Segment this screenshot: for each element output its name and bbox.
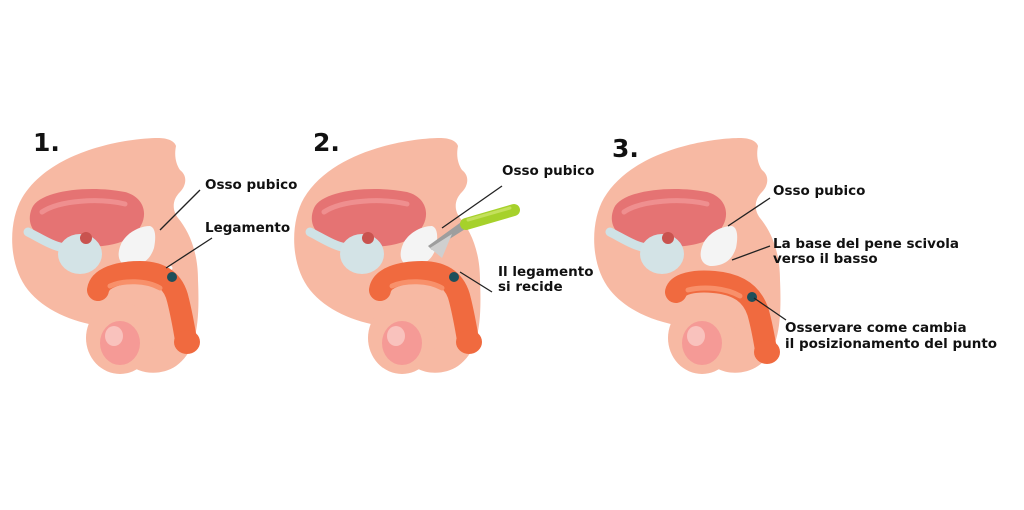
label-legamento-recide-1: Il legamento <box>498 264 593 280</box>
label-base-scivola-1: La base del pene scivola <box>773 236 959 252</box>
label-legamento-recide-2: si recide <box>498 279 563 295</box>
glans-shape <box>754 340 780 364</box>
panel-3-number: 3. <box>612 136 639 161</box>
marker-dot <box>449 272 459 282</box>
panel-3-illustration <box>594 138 786 374</box>
panel-1-illustration <box>12 138 212 374</box>
glans-shape <box>174 330 200 354</box>
label-osservare-1: Osservare come cambia <box>785 320 967 336</box>
panel-1-number: 1. <box>33 130 60 155</box>
panel-2-illustration <box>294 138 514 374</box>
marker-dot <box>167 272 177 282</box>
label-legamento: Legamento <box>205 220 290 236</box>
label-osso-pubico-1: Osso pubico <box>205 177 297 193</box>
marker-dot <box>747 292 757 302</box>
panel-2-number: 2. <box>313 130 340 155</box>
label-osservare-2: il posizionamento del punto <box>785 336 997 352</box>
label-osso-pubico-3: Osso pubico <box>773 183 865 199</box>
label-osso-pubico-2: Osso pubico <box>502 163 594 179</box>
label-base-scivola-2: verso il basso <box>773 251 878 267</box>
glans-shape <box>456 330 482 354</box>
